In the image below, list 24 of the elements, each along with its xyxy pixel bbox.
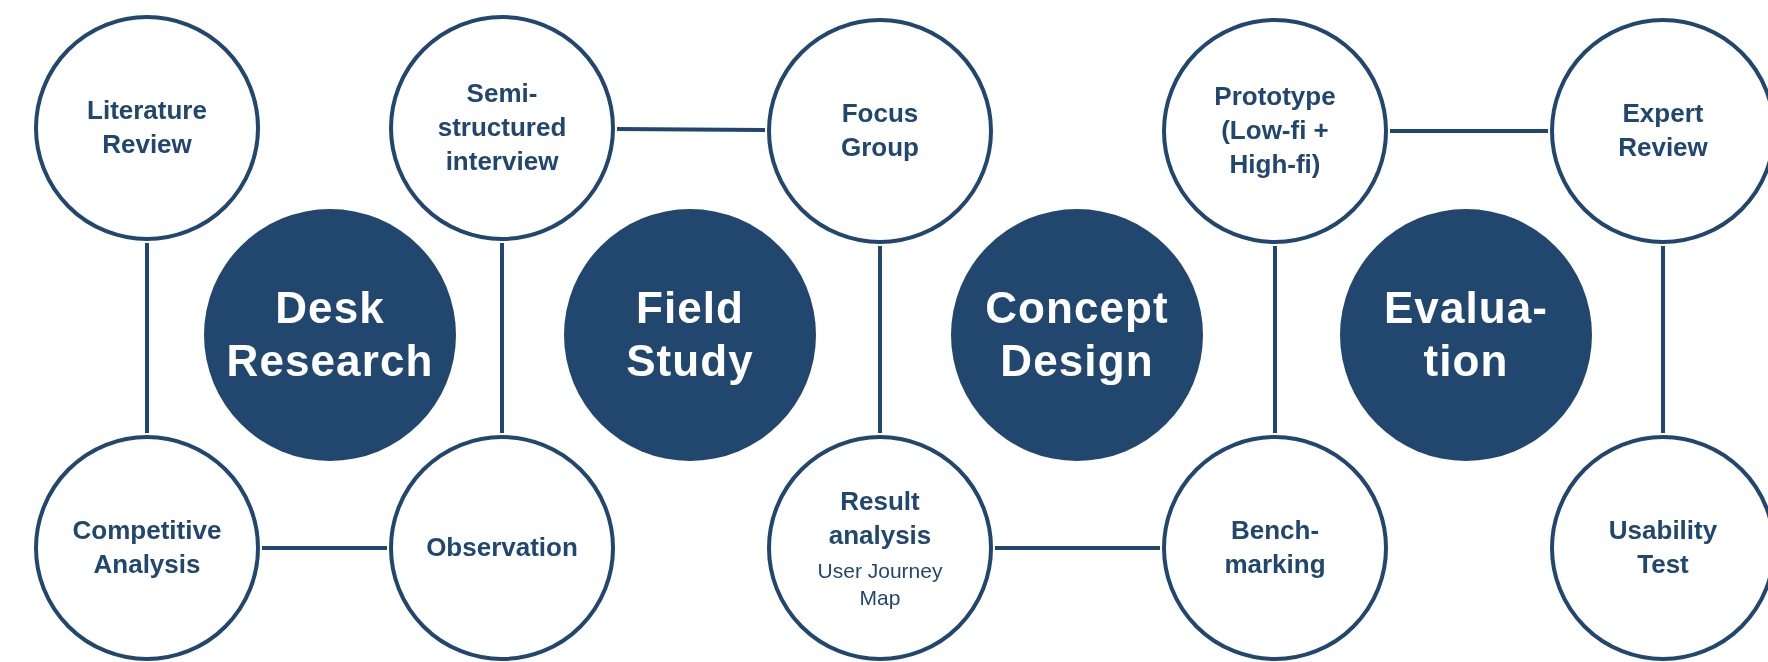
connector-line	[1273, 246, 1277, 433]
phase-label: Desk Research	[225, 282, 435, 387]
phase-label: Field Study	[625, 282, 755, 387]
method-label: Observation	[426, 531, 578, 565]
method-label: Competitive Analysis	[72, 514, 222, 581]
method-label: Bench-marking	[1223, 514, 1327, 581]
connector-line	[995, 546, 1160, 550]
connector-line	[500, 243, 504, 433]
connector-line	[145, 243, 149, 433]
method-label: Focus Group	[840, 97, 920, 164]
connector-line	[878, 246, 882, 433]
method-label: Expert Review	[1617, 97, 1709, 164]
phase-label: Evalua-tion	[1382, 282, 1550, 387]
method-sublabel: User Journey Map	[816, 557, 944, 611]
method-label: Prototype (Low-fi + High-fi)	[1213, 80, 1337, 181]
connector-line	[1390, 129, 1548, 133]
method-label: Semi-structured interview	[437, 77, 567, 178]
connector-line	[262, 546, 387, 550]
method-label: Result analysis	[827, 484, 933, 552]
connector-line	[616, 126, 766, 133]
connector-line	[1661, 246, 1665, 433]
phase-label: Concept Design	[984, 282, 1170, 387]
method-label: Literature Review	[86, 94, 208, 161]
method-label: Usability Test	[1607, 514, 1719, 581]
